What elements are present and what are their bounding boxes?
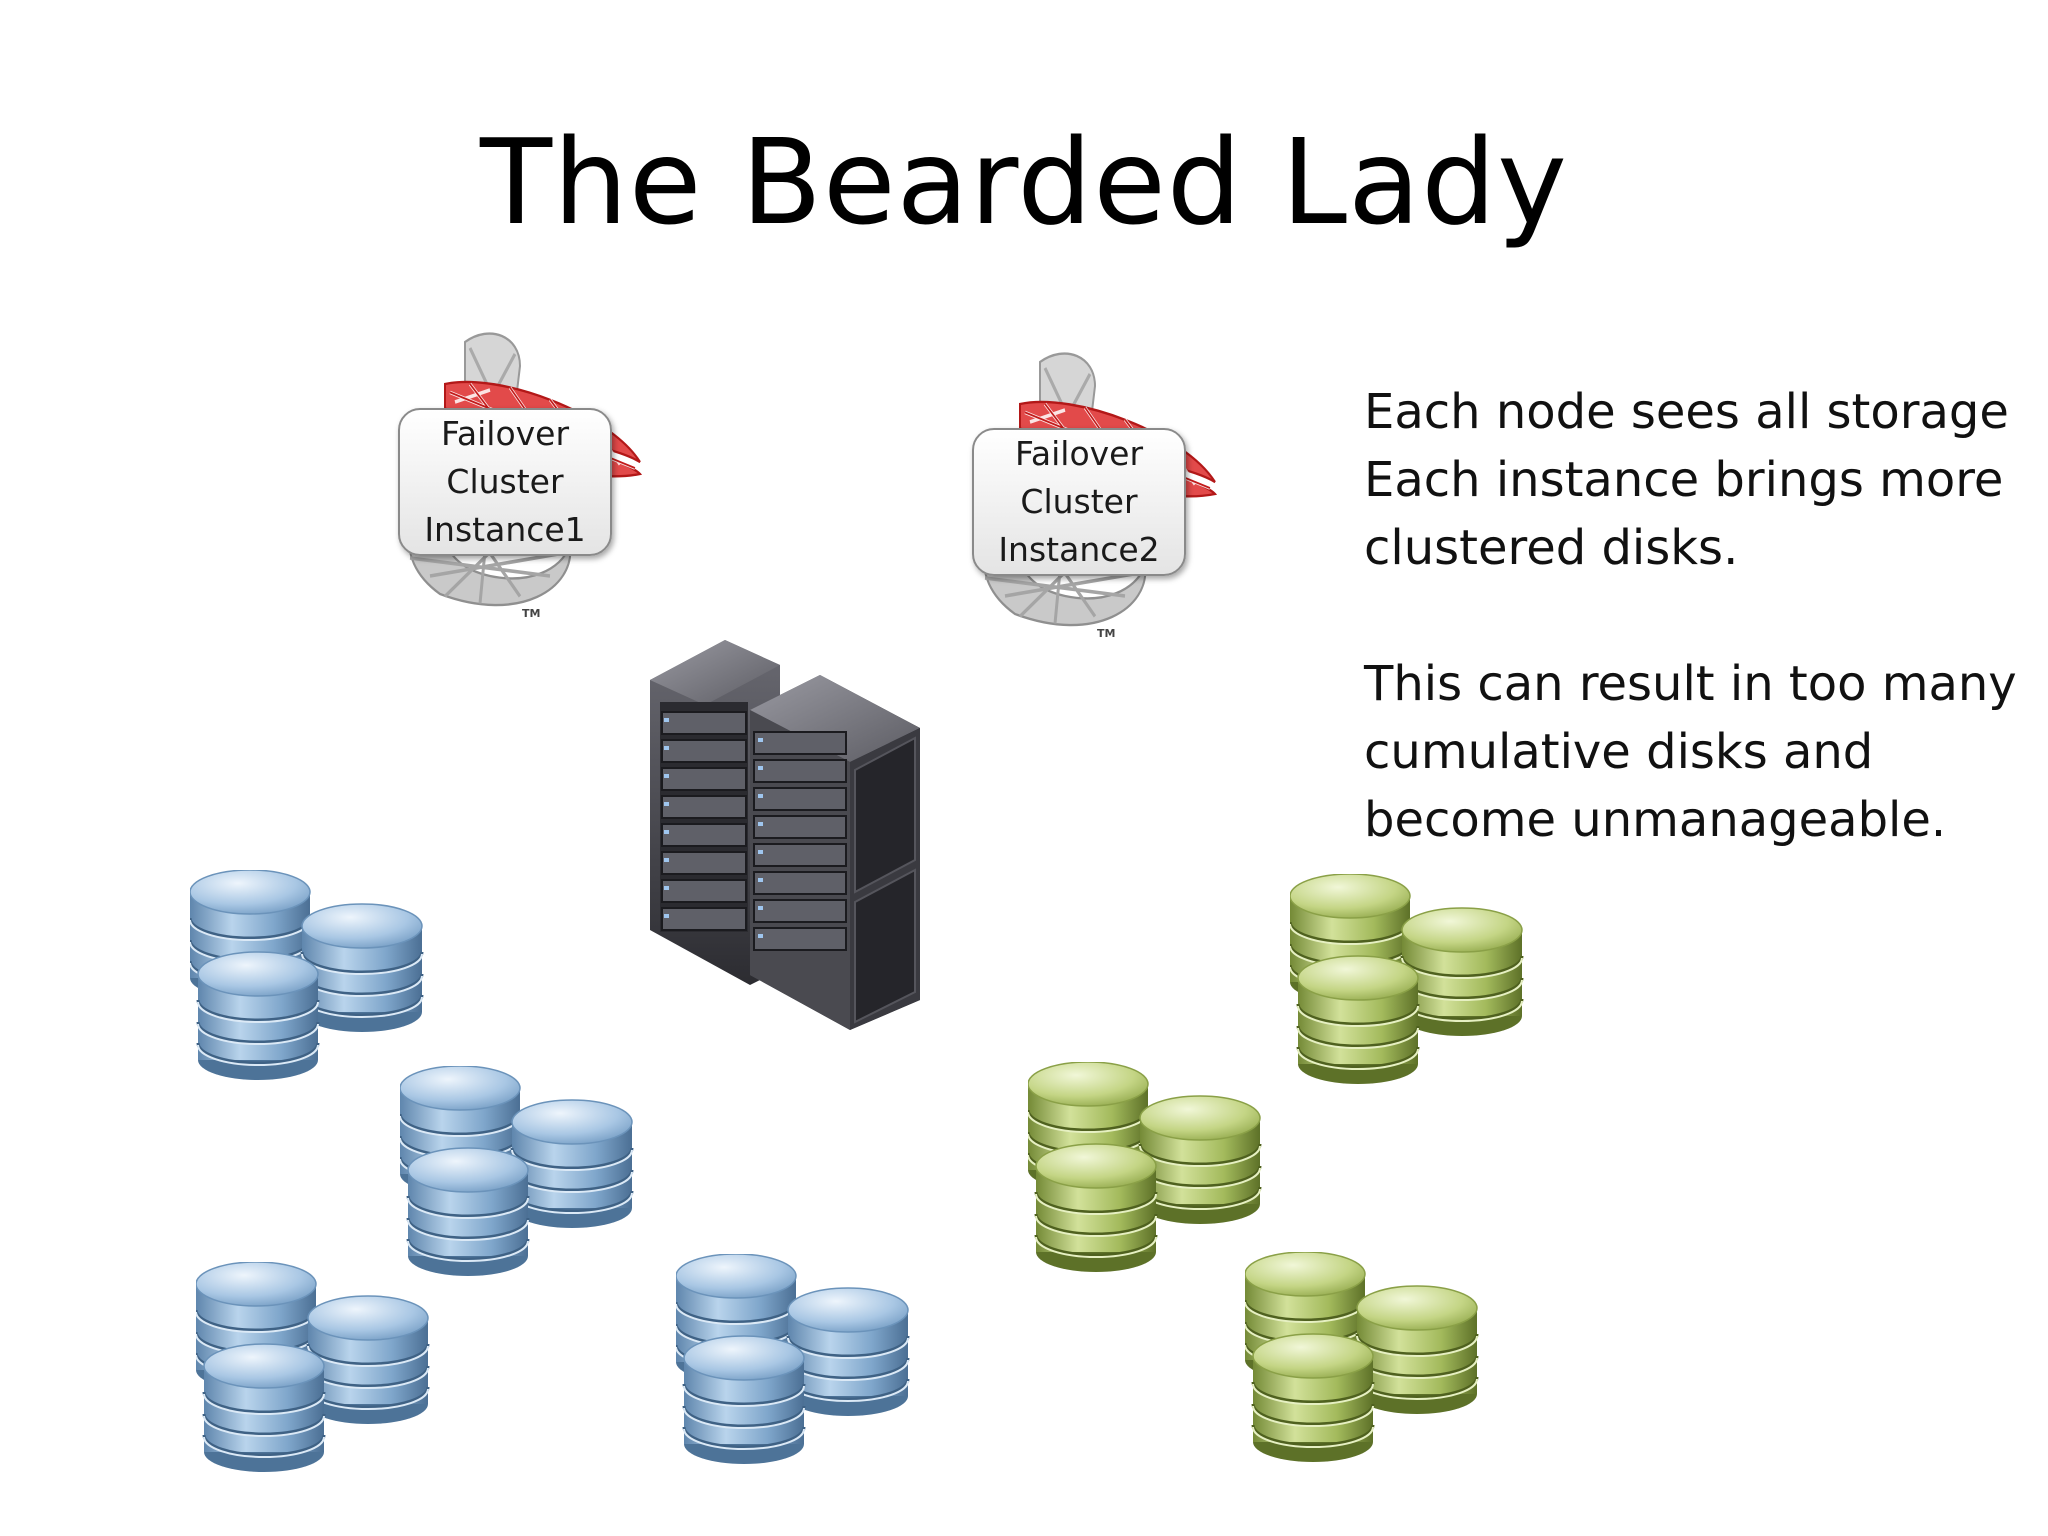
database-disk-icon [676, 1254, 926, 1494]
description-line: cumulative disks and [1364, 724, 1874, 780]
instance-label-line: Failover [440, 414, 570, 454]
description-line: clustered disks. [1364, 520, 1739, 576]
description-line: become unmanageable. [1364, 792, 1947, 848]
description-line: This can result in too many [1364, 656, 2017, 712]
failover-cluster-instance-1[interactable]: Failover Cluster Instance1 [398, 408, 612, 556]
description-text: Each node sees all storage Each instance… [1364, 378, 2017, 854]
instance-label-line: Failover [1014, 434, 1144, 474]
description-line: Each instance brings more [1364, 452, 2004, 508]
trademark-mark: TM [522, 607, 541, 620]
server-rack-icon [650, 640, 920, 1030]
instance-label-line: Instance2 [998, 529, 1160, 569]
database-disk-icon [1028, 1062, 1278, 1302]
database-disk-icon [196, 1262, 446, 1502]
slide-title: The Bearded Lady [480, 113, 1568, 251]
description-line: Each node sees all storage [1364, 384, 2009, 440]
database-disk-icon [1245, 1252, 1495, 1492]
instance-label-line: Cluster [446, 462, 564, 502]
paragraph-spacer [1364, 582, 2004, 650]
instance-label-line: Cluster [1020, 482, 1138, 522]
instance-label-line: Instance1 [424, 509, 586, 549]
failover-cluster-instance-2[interactable]: Failover Cluster Instance2 [972, 428, 1186, 576]
trademark-mark: TM [1097, 627, 1116, 640]
database-disk-icon [1290, 874, 1540, 1114]
